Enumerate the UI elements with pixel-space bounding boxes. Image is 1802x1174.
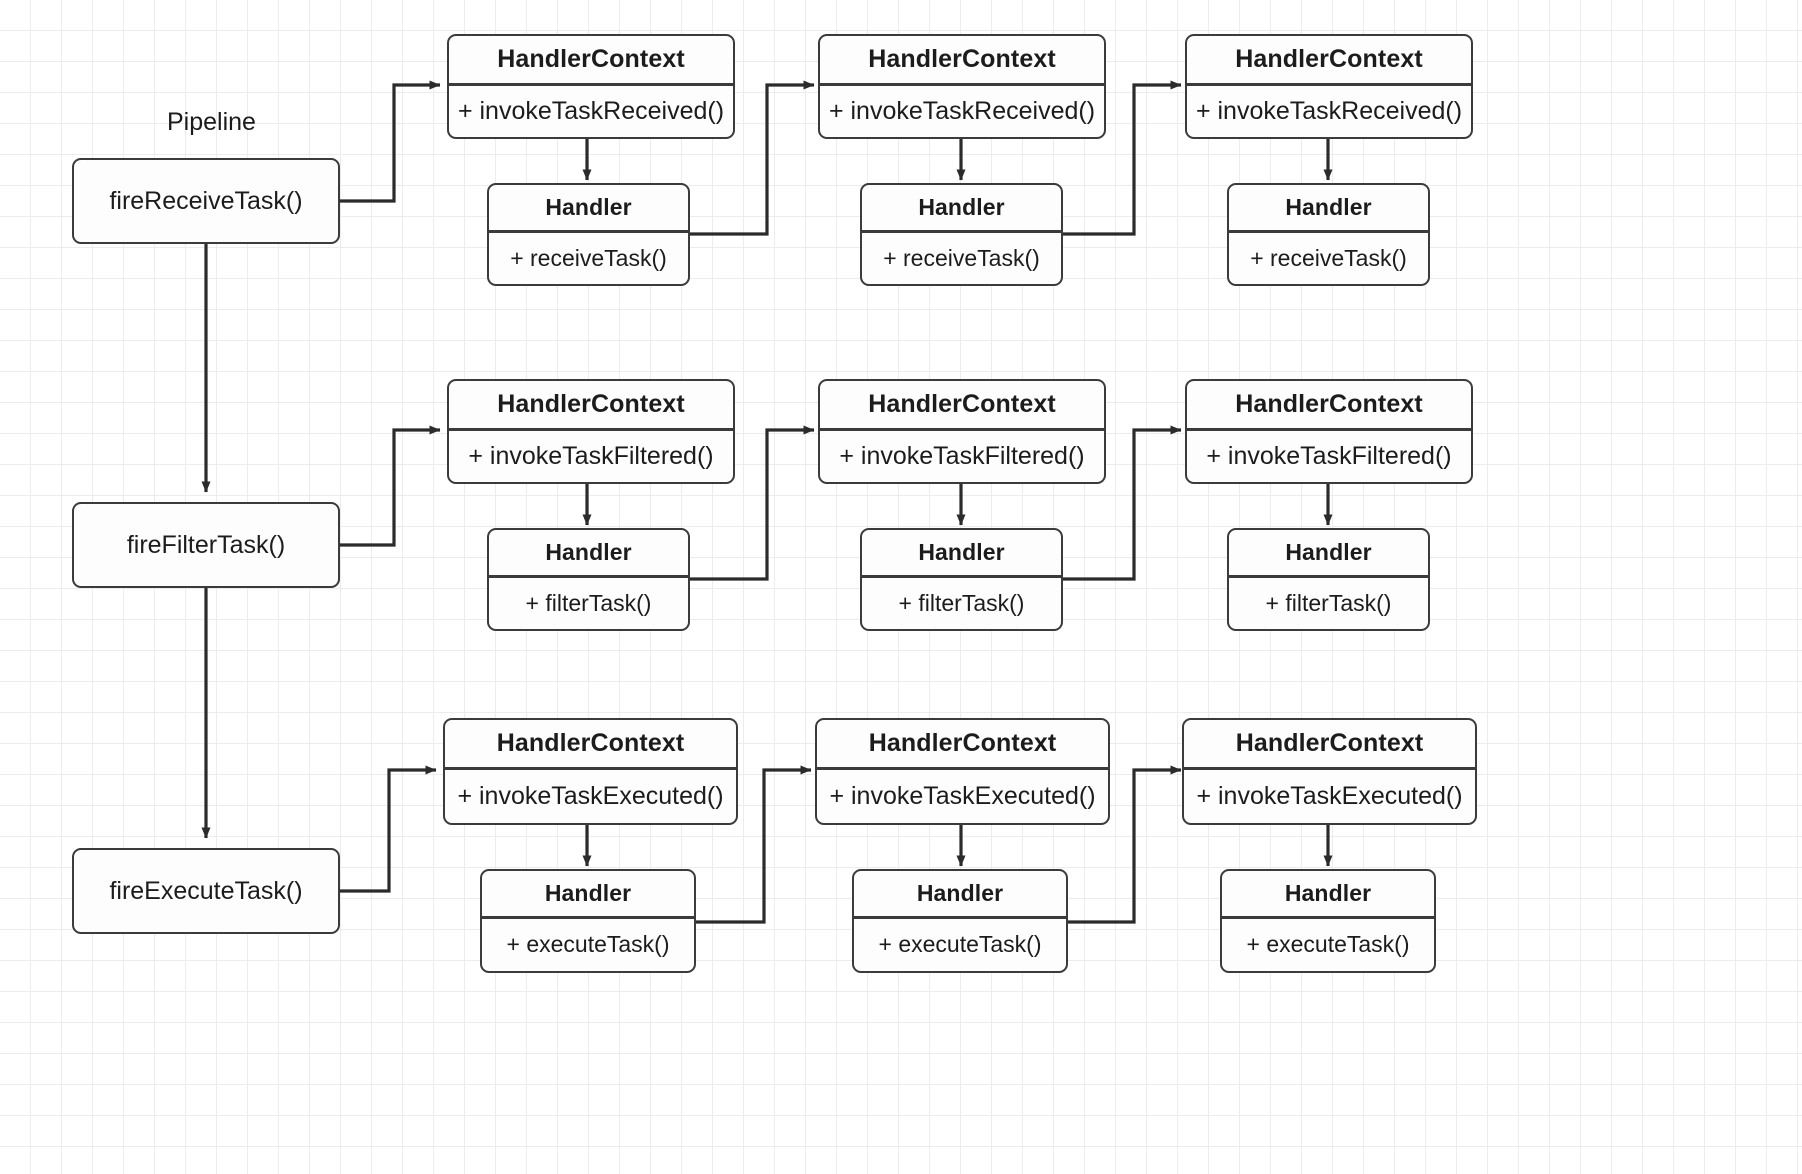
compartment-divider (445, 767, 736, 770)
handler-context-filter-2[interactable]: HandlerContext + invokeTaskFiltered() (818, 379, 1106, 484)
handler-context-method: + invokeTaskReceived() (457, 96, 725, 125)
handler-receive-3[interactable]: Handler + receiveTask() (1227, 183, 1430, 286)
handler-method: + executeTask() (1246, 931, 1410, 958)
handler-title: Handler (1285, 194, 1372, 220)
handler-execute-3[interactable]: Handler + executeTask() (1220, 869, 1436, 973)
handler-context-method: + invokeTaskReceived() (828, 96, 1096, 125)
handler-filter-1[interactable]: Handler + filterTask() (487, 528, 690, 631)
handler-title: Handler (916, 880, 1004, 906)
handler-method: + executeTask() (506, 931, 670, 958)
handler-receive-1[interactable]: Handler + receiveTask() (487, 183, 690, 286)
handler-title: Handler (1284, 880, 1372, 906)
handler-context-receive-3[interactable]: HandlerContext + invokeTaskReceived() (1185, 34, 1473, 139)
connector-execute-pipeline-to-ctx1 (340, 765, 437, 893)
handler-title: Handler (918, 194, 1005, 220)
handler-method: + executeTask() (878, 931, 1042, 958)
pipeline-node-fire-execute-task[interactable]: fireExecuteTask() (72, 848, 340, 934)
compartment-divider (817, 767, 1108, 770)
handler-context-title: HandlerContext (496, 729, 685, 757)
compartment-divider (449, 428, 733, 431)
handler-title: Handler (545, 194, 632, 220)
compartment-divider (1187, 428, 1471, 431)
handler-context-receive-2[interactable]: HandlerContext + invokeTaskReceived() (818, 34, 1106, 139)
compartment-divider (854, 916, 1066, 919)
handler-execute-1[interactable]: Handler + executeTask() (480, 869, 696, 973)
handler-method: + filterTask() (1265, 589, 1392, 616)
handler-context-title: HandlerContext (497, 45, 685, 73)
handler-context-method: + invokeTaskExecuted() (457, 781, 724, 810)
handler-context-method: + invokeTaskReceived() (1195, 96, 1463, 125)
compartment-divider (862, 575, 1061, 578)
handler-context-title: HandlerContext (1235, 729, 1424, 757)
handler-context-filter-3[interactable]: HandlerContext + invokeTaskFiltered() (1185, 379, 1473, 484)
handler-context-execute-3[interactable]: HandlerContext + invokeTaskExecuted() (1182, 718, 1477, 825)
handler-method: + receiveTask() (883, 244, 1040, 271)
handler-method: + receiveTask() (510, 244, 667, 271)
compartment-divider (820, 83, 1104, 86)
handler-context-title: HandlerContext (868, 45, 1056, 73)
handler-context-title: HandlerContext (868, 729, 1057, 757)
pipeline-node-label: fireExecuteTask() (109, 876, 303, 905)
handler-filter-3[interactable]: Handler + filterTask() (1227, 528, 1430, 631)
compartment-divider (1229, 230, 1428, 233)
handler-context-receive-1[interactable]: HandlerContext + invokeTaskReceived() (447, 34, 735, 139)
handler-execute-2[interactable]: Handler + executeTask() (852, 869, 1068, 973)
handler-context-title: HandlerContext (497, 390, 685, 418)
handler-context-method: + invokeTaskFiltered() (839, 441, 1085, 470)
compartment-divider (449, 83, 733, 86)
handler-context-method: + invokeTaskFiltered() (468, 441, 714, 470)
handler-context-filter-1[interactable]: HandlerContext + invokeTaskFiltered() (447, 379, 735, 484)
compartment-divider (489, 575, 688, 578)
handler-title: Handler (1285, 539, 1372, 565)
compartment-divider (1187, 83, 1471, 86)
handler-filter-2[interactable]: Handler + filterTask() (860, 528, 1063, 631)
pipeline-node-label: fireReceiveTask() (109, 186, 303, 215)
connector-receive-pipeline-to-ctx1 (340, 80, 441, 203)
handler-context-method: + invokeTaskFiltered() (1206, 441, 1452, 470)
compartment-divider (1222, 916, 1434, 919)
compartment-divider (862, 230, 1061, 233)
handler-method: + receiveTask() (1250, 244, 1407, 271)
handler-method: + filterTask() (898, 589, 1025, 616)
handler-method: + filterTask() (525, 589, 652, 616)
compartment-divider (489, 230, 688, 233)
compartment-divider (482, 916, 694, 919)
handler-context-execute-2[interactable]: HandlerContext + invokeTaskExecuted() (815, 718, 1110, 825)
handler-receive-2[interactable]: Handler + receiveTask() (860, 183, 1063, 286)
handler-context-title: HandlerContext (868, 390, 1056, 418)
pipeline-node-fire-filter-task[interactable]: fireFilterTask() (72, 502, 340, 588)
pipeline-node-fire-receive-task[interactable]: fireReceiveTask() (72, 158, 340, 244)
handler-context-execute-1[interactable]: HandlerContext + invokeTaskExecuted() (443, 718, 738, 825)
handler-context-method: + invokeTaskExecuted() (1196, 781, 1463, 810)
connector-filter-pipeline-to-ctx1 (340, 425, 441, 547)
handler-title: Handler (544, 880, 632, 906)
handler-title: Handler (918, 539, 1005, 565)
handler-context-title: HandlerContext (1235, 45, 1423, 73)
handler-context-title: HandlerContext (1235, 390, 1423, 418)
handler-title: Handler (545, 539, 632, 565)
compartment-divider (1229, 575, 1428, 578)
compartment-divider (820, 428, 1104, 431)
handler-context-method: + invokeTaskExecuted() (829, 781, 1096, 810)
pipeline-node-label: fireFilterTask() (126, 530, 286, 559)
pipeline-label: Pipeline (167, 108, 256, 136)
compartment-divider (1184, 767, 1475, 770)
